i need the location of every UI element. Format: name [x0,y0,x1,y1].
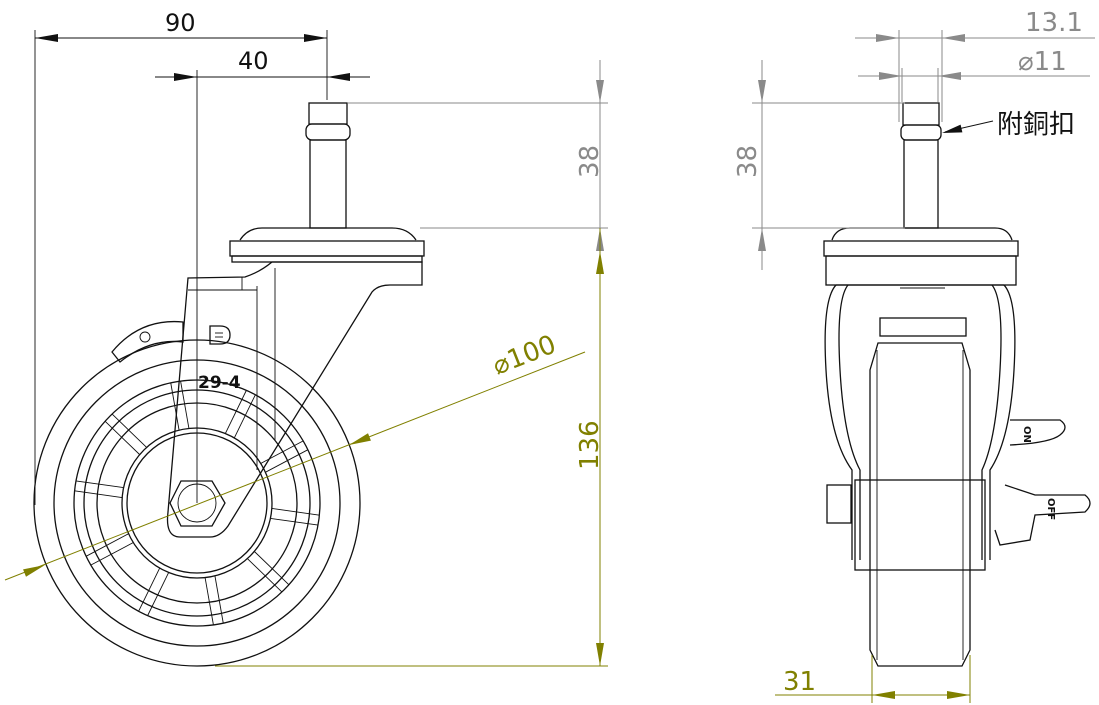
brake-pedal-off: OFF [994,484,1091,546]
fork-legs [824,284,1016,560]
stem-front [900,102,942,229]
dimension-38-left: 38 [348,60,608,270]
dim-label-90: 90 [165,9,196,37]
wheel-spoke-line [85,533,129,557]
wheel-spoke-line [260,440,304,464]
dimension-diameter-100: ⌀100 [4,330,586,581]
axle-nut [826,484,852,524]
side-view: 29-4 [33,30,425,667]
wheel-spoke-line [74,490,123,498]
copper-clip-callout: 附銅扣 [942,110,1075,140]
wheel-spoke-line [147,572,170,616]
stem [305,102,351,229]
wheel-spoke-line [214,575,224,624]
dimension-31: 31 [775,655,971,703]
wheel-spoke-line [104,420,140,455]
top-plate-front [823,227,1019,289]
dim-label-136: 136 [575,420,605,470]
dim-label-diameter-100: ⌀100 [489,330,561,382]
dimension-136: 136 [215,228,608,667]
wheel-spoke-line [138,568,161,612]
dim-label-38: 38 [575,145,605,178]
wheel-spoke-line [75,480,124,489]
dimension-40: 40 [155,47,370,81]
dim-label-38-right: 38 [733,145,763,178]
fork-housing [166,261,423,538]
wheel-spoke-line [170,382,180,431]
wheel-spoke-line [204,577,214,626]
brake-lever [111,320,184,363]
wheel-spoke-line [271,508,320,516]
axle-hex-nut [169,480,226,527]
wheel-spoke-line [233,394,256,438]
wheel-spoke-line [224,390,247,434]
dimension-diameter-11: ⌀11 [858,47,1090,102]
wheel-spoke-line [111,413,147,448]
wheel-spoke-line [90,542,134,566]
wheel-spokes [74,380,320,626]
dimension-38-right: 38 [733,60,905,270]
housing-marking: 29-4 [198,373,241,393]
brake-pedal-on: ON [1009,419,1066,446]
wheel-spoke-line [270,517,319,526]
dim-label-40: 40 [238,47,269,75]
top-plate [229,227,425,263]
brake-label-on: ON [1021,426,1032,443]
dim-label-31: 31 [783,667,816,697]
logo-mark [209,325,231,345]
wheel-front [869,342,971,667]
dimension-90: 90 [35,9,327,42]
front-view: ON OFF [823,102,1091,667]
brake-label-off: OFF [1045,498,1056,520]
callout-label: 附銅扣 [997,110,1075,140]
wheel-spoke-line [180,380,190,429]
wheel-spoke-line [247,558,283,593]
wheel-spoke-line [265,449,309,473]
dim-label-13-1: 13.1 [1025,8,1083,38]
wheel-spoke-line [254,551,290,586]
dim-label-diameter-11: ⌀11 [1018,47,1067,77]
